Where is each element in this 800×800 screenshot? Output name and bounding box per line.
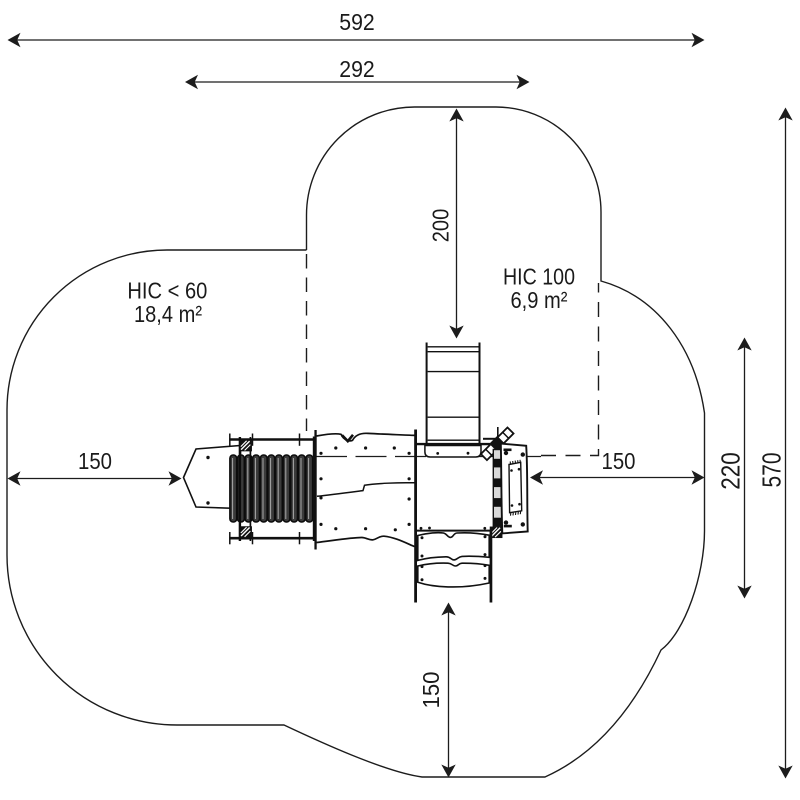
svg-text:6,9 m²: 6,9 m² xyxy=(511,287,568,313)
svg-text:150: 150 xyxy=(602,448,636,474)
svg-text:220: 220 xyxy=(718,452,746,490)
svg-text:150: 150 xyxy=(418,672,444,709)
svg-text:570: 570 xyxy=(759,453,787,488)
svg-text:HIC 100: HIC 100 xyxy=(503,264,575,290)
svg-text:18,4 m²: 18,4 m² xyxy=(134,301,202,327)
svg-text:150: 150 xyxy=(78,448,112,474)
svg-text:HIC < 60: HIC < 60 xyxy=(127,278,207,304)
svg-text:200: 200 xyxy=(428,209,454,243)
svg-text:592: 592 xyxy=(339,9,375,35)
svg-text:292: 292 xyxy=(339,56,375,82)
